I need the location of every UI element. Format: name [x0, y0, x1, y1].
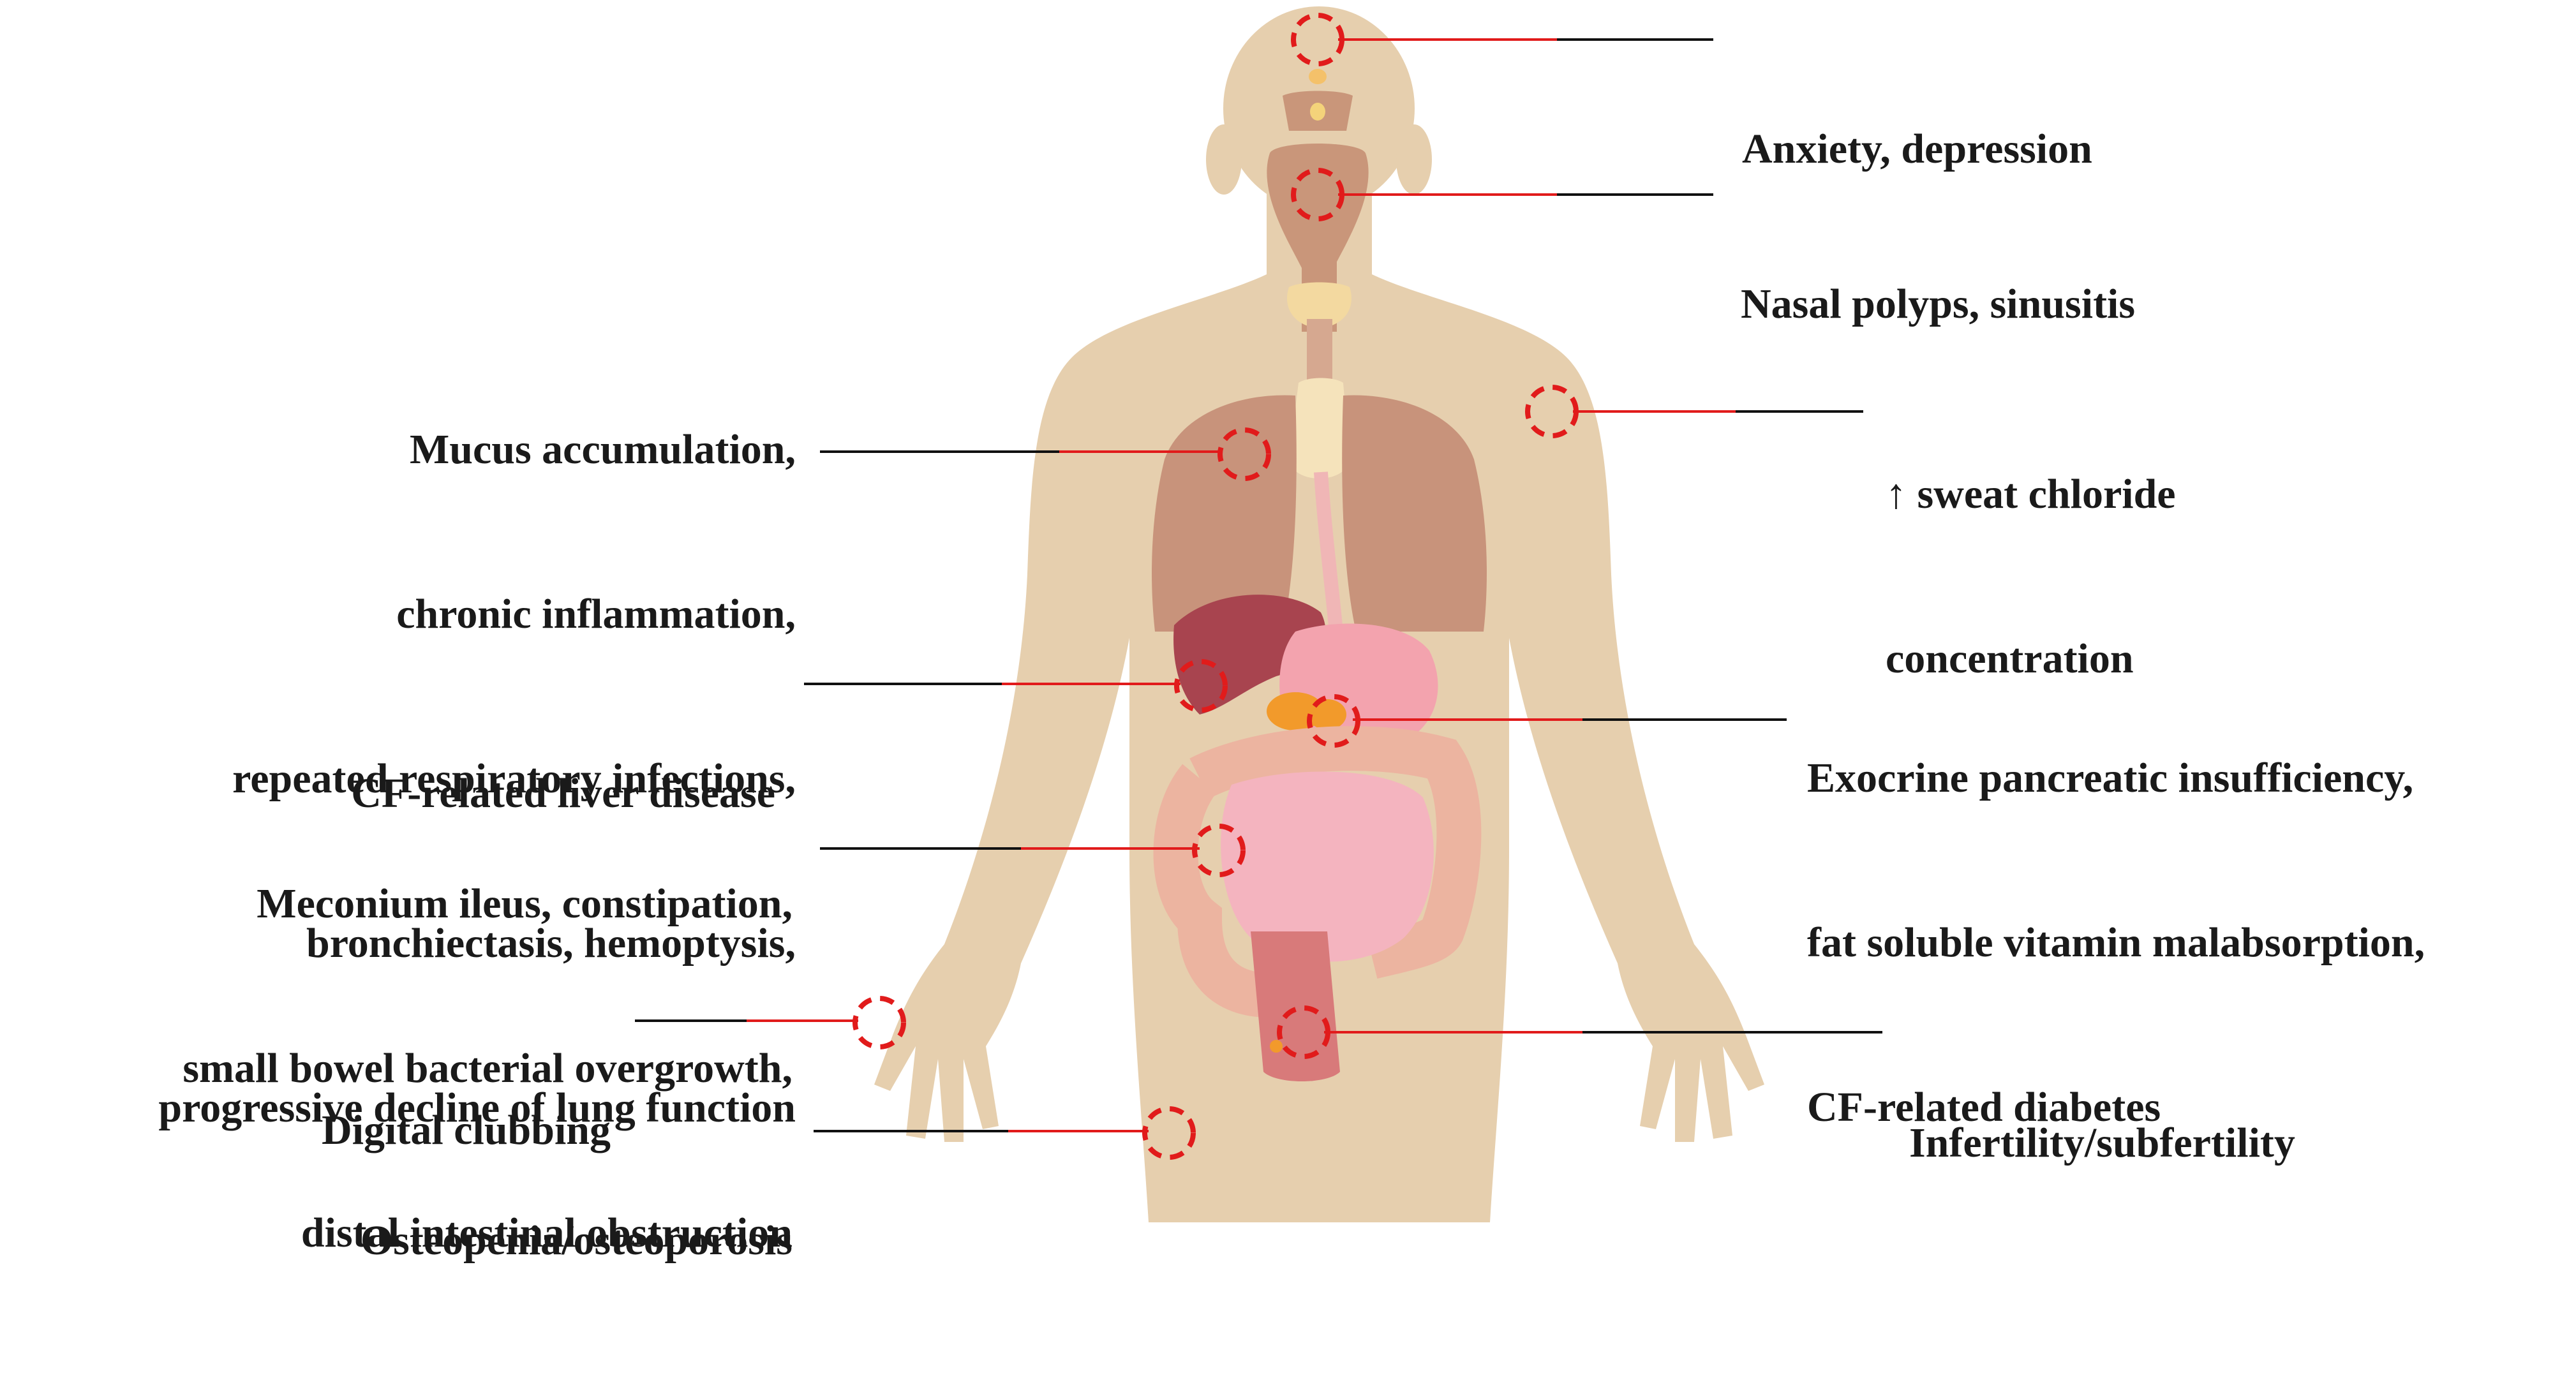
body-illustration: [635, 6, 1882, 1222]
label-pancreas: Exocrine pancreatic insufficiency, fat s…: [1807, 641, 2425, 1245]
label-nose-line: Nasal polyps, sinusitis: [1741, 281, 2136, 327]
label-skin-line: ↑ sweat chloride: [1886, 471, 2176, 517]
label-pancreas-line: CF-related diabetes: [1807, 1084, 2161, 1130]
label-reproductive-line: Infertility/subfertility: [1909, 1120, 2295, 1166]
label-lungs-line: Mucus accumulation,: [409, 426, 796, 473]
label-bone: Osteopenia/osteoporosis: [361, 1104, 793, 1378]
marker-reproductive: [1277, 1005, 1330, 1059]
small-intestine: [1221, 771, 1434, 962]
marker-liver: [1174, 659, 1228, 713]
liver: [1173, 595, 1326, 715]
label-liver: CF-related liver disease: [351, 656, 775, 931]
label-nose: Nasal polyps, sinusitis: [1741, 167, 2135, 441]
label-brain-line: Anxiety, depression: [1742, 126, 2092, 172]
rectum: [1251, 931, 1340, 1081]
lungs: [1152, 395, 1487, 632]
marker-bone: [1142, 1106, 1196, 1160]
label-reproductive: Infertility/subfertility: [1909, 1006, 2295, 1280]
marker-intestine: [1192, 824, 1246, 877]
label-pancreas-line: Exocrine pancreatic insufficiency,: [1807, 755, 2414, 801]
reproductive-organ: [1270, 1040, 1283, 1053]
label-skin-line: concentration: [1886, 635, 2134, 682]
label-skin: ↑ sweat chloride concentration: [1886, 357, 2176, 796]
label-intestine-line: Meconium ileus, constipation,: [257, 880, 793, 927]
label-liver-line: CF-related liver disease: [351, 770, 775, 817]
label-hand-line: Digital clubbing: [322, 1107, 611, 1153]
large-intestine: [1153, 726, 1482, 1018]
label-pancreas-line: fat soluble vitamin malabsorption,: [1807, 919, 2425, 966]
head-organs: [1267, 69, 1369, 332]
label-intestine-line: small bowel bacterial overgrowth,: [182, 1045, 793, 1092]
leader-lines: [635, 38, 1882, 1132]
marker-lungs: [1217, 427, 1271, 481]
site-markers: [852, 13, 1579, 1160]
marker-hand: [852, 996, 906, 1049]
marker-skin: [1525, 385, 1579, 438]
marker-nose: [1291, 168, 1344, 221]
label-lungs-line: chronic inflammation,: [396, 591, 796, 637]
label-brain: Anxiety, depression: [1742, 12, 2092, 286]
label-lungs-line: bronchiectasis, hemoptysis,: [306, 920, 796, 967]
marker-brain: [1291, 13, 1344, 66]
cf-manifestations-diagram: Anxiety, depression Nasal polyps, sinusi…: [158, 6, 2425, 1264]
label-lungs-line: progressive decline of lung function: [158, 1085, 796, 1131]
marker-pancreas: [1307, 694, 1360, 748]
label-lungs: Mucus accumulation, chronic inflammation…: [158, 313, 796, 1245]
label-lungs-line: repeated respiratory infections,: [232, 755, 796, 802]
esophagus: [1314, 471, 1344, 639]
label-bone-line: Osteopenia/osteoporosis: [360, 1217, 793, 1264]
label-hand: Digital clubbing: [322, 993, 611, 1268]
trachea-thyroid: [1287, 282, 1351, 478]
